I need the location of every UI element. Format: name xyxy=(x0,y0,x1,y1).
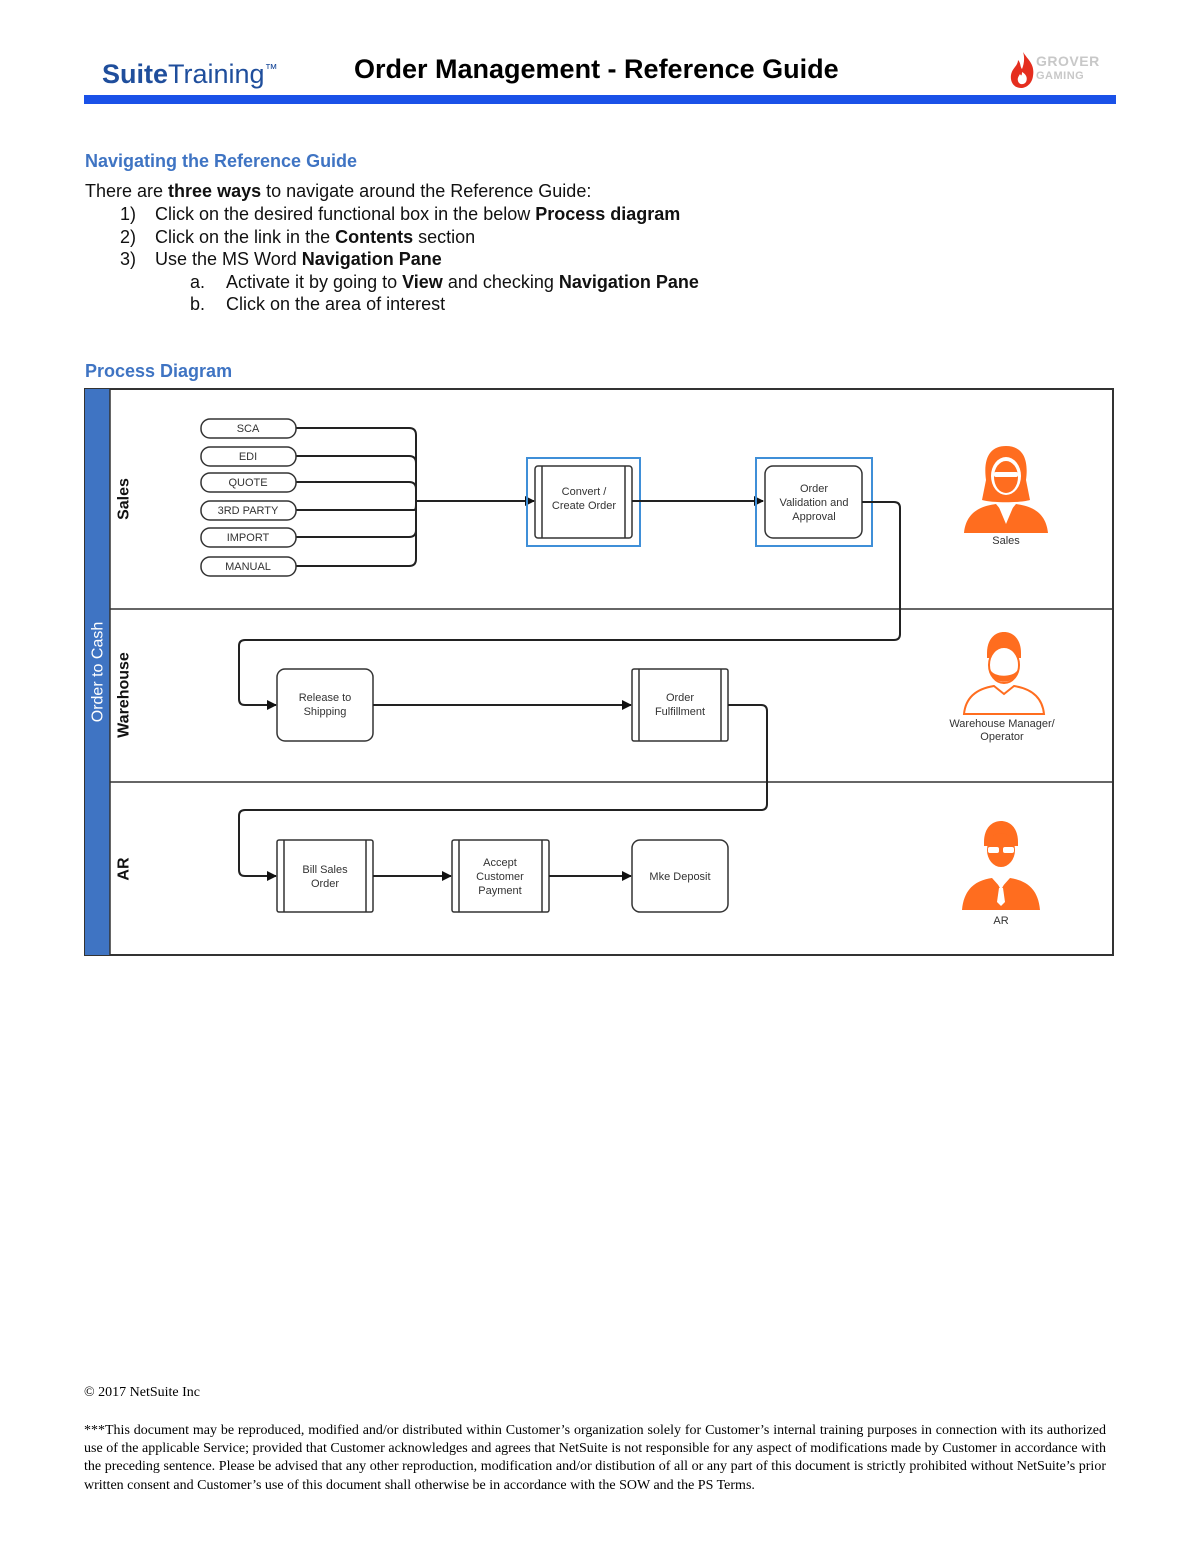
step-number: 1) xyxy=(120,204,137,224)
navigation-pane-text: Navigation Pane xyxy=(301,249,442,269)
process-diagram-link-text: Process diagram xyxy=(535,204,681,224)
brand-light-text: Training xyxy=(168,59,265,89)
brand-bold-text: Suite xyxy=(102,59,169,89)
flame-icon xyxy=(1010,52,1034,88)
nav-section-heading: Navigating the Reference Guide xyxy=(85,151,358,171)
step-label: Release to xyxy=(299,692,352,704)
lane-label-sales: Sales xyxy=(116,478,133,520)
nav-intro: There are three ways to navigate around … xyxy=(85,180,591,202)
step-label: Payment xyxy=(478,885,521,897)
step-label: Order xyxy=(311,878,339,890)
warehouse-person-icon xyxy=(962,632,1046,715)
substep-letter: a. xyxy=(190,272,206,292)
lane-label-warehouse: Warehouse xyxy=(116,652,133,738)
source-label: IMPORT xyxy=(227,532,270,544)
step-post: section xyxy=(413,227,476,247)
source-label: EDI xyxy=(239,451,257,463)
page-header: SuiteTraining™ Order Management - Refere… xyxy=(84,44,1116,104)
source-pill-import[interactable]: IMPORT xyxy=(200,527,297,548)
logo-wordmark: GROVER GAMING xyxy=(1036,54,1100,84)
source-label: 3RD PARTY xyxy=(218,505,279,517)
step-label: Order xyxy=(800,483,828,495)
nav-intro-bold: three ways xyxy=(168,181,262,201)
source-label: QUOTE xyxy=(228,477,267,489)
step-label: Customer xyxy=(476,871,524,883)
step-label: Approval xyxy=(792,511,835,523)
substep-text: Activate it by going to View and checkin… xyxy=(226,271,699,293)
source-pill-3rd-party[interactable]: 3RD PARTY xyxy=(200,500,297,521)
step-label: Fulfillment xyxy=(655,706,705,718)
step-label: Validation and xyxy=(780,497,849,509)
make-deposit-box[interactable]: Mke Deposit xyxy=(631,839,729,913)
accept-customer-payment-box[interactable]: Accept Customer Payment xyxy=(451,839,550,913)
copyright-notice: © 2017 NetSuite Inc xyxy=(84,1385,201,1400)
step-number: 2) xyxy=(120,227,137,247)
navigation-pane-option-text: Navigation Pane xyxy=(558,272,699,292)
suitetraining-logo: SuiteTraining™ xyxy=(102,52,278,91)
step-label: Shipping xyxy=(304,706,347,718)
sales-person-icon xyxy=(964,446,1048,533)
step-label: Accept xyxy=(483,857,517,869)
step-label: Create Order xyxy=(552,500,617,512)
source-pill-quote[interactable]: QUOTE xyxy=(200,472,297,493)
pool-label: Order to Cash xyxy=(90,622,107,722)
step-label: Bill Sales xyxy=(302,864,348,876)
step-text: Use the MS Word Navigation Pane xyxy=(155,248,442,270)
pool-header-bar xyxy=(85,389,110,955)
source-pill-sca[interactable]: SCA xyxy=(200,418,297,439)
convert-create-order-box[interactable]: Convert / Create Order xyxy=(526,457,641,547)
order-fulfillment-box[interactable]: Order Fulfillment xyxy=(631,668,729,742)
nav-intro-pre: There are xyxy=(85,181,169,201)
substep-pre: Activate it by going to xyxy=(226,272,403,292)
step-pre: Use the MS Word xyxy=(155,249,302,269)
release-to-shipping-box[interactable]: Release to Shipping xyxy=(276,668,374,742)
role-label: Sales xyxy=(992,535,1020,547)
role-label: Operator xyxy=(980,731,1024,743)
step-pre: Click on the desired functional box in t… xyxy=(155,204,536,224)
step-label: Order xyxy=(666,692,694,704)
substep-letter: b. xyxy=(190,294,206,314)
substep-mid: and checking xyxy=(442,272,559,292)
role-label: AR xyxy=(993,915,1008,927)
role-label: Warehouse Manager/ xyxy=(949,718,1055,730)
step-pre: Click on the link in the xyxy=(155,227,336,247)
document-title: Order Management - Reference Guide xyxy=(354,54,839,84)
logo-word-2: GAMING xyxy=(1036,70,1085,82)
source-label: SCA xyxy=(237,423,260,435)
header-rule xyxy=(84,95,1116,104)
order-validation-box[interactable]: Order Validation and Approval xyxy=(755,457,873,547)
step-number: 3) xyxy=(120,249,137,269)
source-label: MANUAL xyxy=(225,561,271,573)
grover-gaming-logo: GROVER GAMING xyxy=(1008,50,1104,90)
disclaimer-text: ***This document may be reproduced, modi… xyxy=(84,1423,1106,1493)
lane-label-ar: AR xyxy=(116,857,133,881)
process-section-heading: Process Diagram xyxy=(85,361,233,381)
contents-link-text: Contents xyxy=(335,227,414,247)
step-label: Convert / xyxy=(562,486,608,498)
step-text: Click on the link in the Contents sectio… xyxy=(155,226,475,248)
source-pill-manual[interactable]: MANUAL xyxy=(200,556,297,577)
step-label: Mke Deposit xyxy=(649,871,710,883)
ar-person-icon xyxy=(962,821,1040,910)
trademark-symbol: ™ xyxy=(264,61,278,76)
process-diagram: Order to Cash Sales Warehouse AR SCA EDI… xyxy=(84,388,1114,956)
process-diagram-svg: Order to Cash Sales Warehouse AR SCA EDI… xyxy=(84,388,1114,956)
bill-sales-order-box[interactable]: Bill Sales Order xyxy=(276,839,374,913)
nav-intro-post: to navigate around the Reference Guide: xyxy=(261,181,592,201)
source-pill-edi[interactable]: EDI xyxy=(200,446,297,467)
view-menu-text: View xyxy=(402,272,443,292)
step-text: Click on the desired functional box in t… xyxy=(155,203,680,225)
logo-word-1: GROVER xyxy=(1036,53,1100,69)
substep-text: Click on the area of interest xyxy=(226,294,446,314)
